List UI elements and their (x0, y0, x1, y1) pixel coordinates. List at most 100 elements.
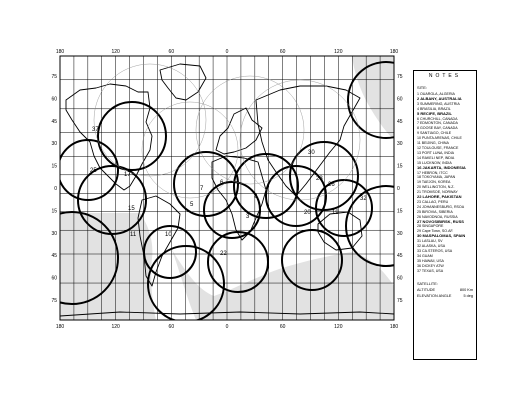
bottom-tick-label: 120 (334, 324, 343, 330)
bottom-tick-label: 180 (56, 324, 65, 330)
left-tick-label: 30 (51, 141, 57, 147)
site-marker-label: 7 (200, 186, 204, 192)
site-list-item: 14 RAKELI NEP, INDIA (417, 155, 455, 160)
top-tick-label: 60 (280, 49, 286, 55)
site-marker-label: 37 (92, 127, 99, 133)
elevation-label: ELEVATION ANGLE (417, 293, 452, 298)
elevation-row: ELEVATION ANGLE 5 deg (417, 293, 473, 299)
right-tick-label: 30 (397, 141, 403, 147)
right-tick-label: 15 (397, 164, 403, 170)
site-list-item: 34 GUAM (417, 253, 433, 258)
map-frame (59, 55, 395, 321)
site-list-item: 19 TAEJON, KOREA (417, 180, 451, 185)
site-list-item: 31 LASLAU, SV (417, 239, 443, 244)
top-tick-label: 120 (111, 49, 120, 55)
right-tick-label: 45 (397, 253, 403, 259)
site-list-item: 32 ALASKA, USA (417, 244, 446, 249)
site-marker-label: 19 (332, 210, 339, 216)
site-list-item: 1 OUARGLA, ALGERIA (417, 92, 455, 96)
top-tick-label: 180 (56, 49, 65, 55)
site-list-item: 25 BIROVIA, SIBERIA (417, 209, 453, 214)
site-list-item: 5 RECIFE, BRAZIL (417, 111, 452, 116)
africa-coast (211, 155, 267, 241)
coverage-circle (315, 179, 373, 237)
site-list-item: 35 HAWAII, USA (417, 258, 444, 263)
left-tick-label: 45 (51, 119, 57, 125)
site-list-item: 2 ALBANY, AUSTRALIA (417, 96, 462, 101)
site-marker-label: 5 (190, 202, 194, 208)
site-list-item: 12 TOULOUSE, FRANCE (417, 145, 459, 150)
left-tick-label: 60 (51, 96, 57, 102)
satellite-block: SATELLITE: ALTITUDE 800 Km ELEVATION ANG… (417, 281, 473, 299)
coverage-circle (60, 211, 119, 305)
site-marker-label: 15 (128, 206, 135, 212)
site-list-item: 22 LAHORE, PAKISTAN (417, 195, 462, 200)
asia-coast (255, 85, 361, 197)
altitude-value: 800 Km (459, 287, 473, 292)
site-list-item: 28 SINGAPORE (417, 224, 444, 229)
site-list-item: 37 TEXAS, USA (417, 268, 444, 273)
top-tick-label: 60 (169, 49, 175, 55)
site-marker-label: 25 (90, 168, 97, 174)
site-list-item: 6 CHURCHILL, CANADA (417, 116, 458, 121)
polar-shade-northeast (352, 56, 394, 140)
coverage-circle (265, 165, 327, 227)
left-tick-label: 15 (51, 164, 57, 170)
right-tick-label: 75 (397, 74, 403, 80)
coverage-circle (207, 231, 269, 293)
site-marker-label: 10 (165, 232, 172, 238)
coverage-circle (289, 141, 359, 211)
coverage-circles (60, 61, 394, 320)
greenland-coast (159, 63, 207, 101)
coverage-circle (345, 185, 394, 267)
sites-heading: SITE: (417, 85, 428, 90)
left-tick-label: 75 (51, 74, 57, 80)
top-tick-label: 180 (390, 49, 399, 55)
site-marker-label: 3 (246, 214, 250, 220)
south-pacific-shade (60, 213, 156, 320)
altitude-label: ALTITUDE (417, 287, 436, 292)
coverage-circle (203, 181, 261, 239)
right-tick-label: 15 (397, 208, 403, 214)
site-list-item: 3 SUMMERING, AUSTRIA (417, 101, 460, 106)
right-tick-label: 30 (397, 231, 403, 237)
left-tick-label: 0 (54, 186, 57, 192)
coverage-circle (281, 229, 343, 291)
satellite-heading: SATELLITE: (417, 281, 438, 286)
site-list-item: 20 WELLINGTON, N.Z. (417, 185, 455, 190)
site-list-item: 24 JOHANNESBURG, RSOA (417, 204, 465, 209)
site-marker-label: 30 (308, 150, 315, 156)
coverage-arc (239, 79, 361, 201)
site-list-item: 27 NOVOSIBIRSK, RUSS (417, 219, 464, 224)
south-america-coast (137, 195, 181, 287)
top-tick-label: 0 (226, 49, 229, 55)
notes-title: NOTES (428, 73, 462, 79)
site-marker-label: 22 (220, 251, 227, 257)
site-list-item: 16 JAKARTA, INDONESIA (417, 165, 466, 170)
right-tick-label: 60 (397, 276, 403, 282)
site-list-item: 18 TOKOYAMA, JAPAN (417, 175, 456, 180)
left-tick-label: 60 (51, 276, 57, 282)
site-marker-label: 6 (220, 180, 224, 186)
bottom-tick-label: 60 (280, 324, 286, 330)
left-tick-label: 15 (51, 208, 57, 214)
right-tick-label: 75 (397, 298, 403, 304)
site-list-item: 10 PUNTA ARENAS, CHILE (417, 136, 462, 141)
coverage-circle (97, 101, 167, 171)
site-list-item: 36 DICKEY ATW (417, 263, 444, 268)
altitude-row: ALTITUDE 800 Km (417, 287, 473, 293)
coverage-circle (173, 151, 239, 217)
bottom-tick-label: 180 (390, 324, 399, 330)
site-list-item: 7 EDMONTON, CANADA (417, 121, 458, 126)
site-list-item: 21 TROMSOE, NORWAY (417, 190, 458, 195)
site-marker-label: 26 (328, 182, 335, 188)
left-tick-label: 45 (51, 253, 57, 259)
left-tick-label: 75 (51, 298, 57, 304)
north-america-coast (65, 83, 153, 191)
europe-coast (215, 107, 263, 155)
top-tick-label: 120 (334, 49, 343, 55)
site-marker-label: 20 (304, 210, 311, 216)
coverage-arc (195, 75, 305, 185)
